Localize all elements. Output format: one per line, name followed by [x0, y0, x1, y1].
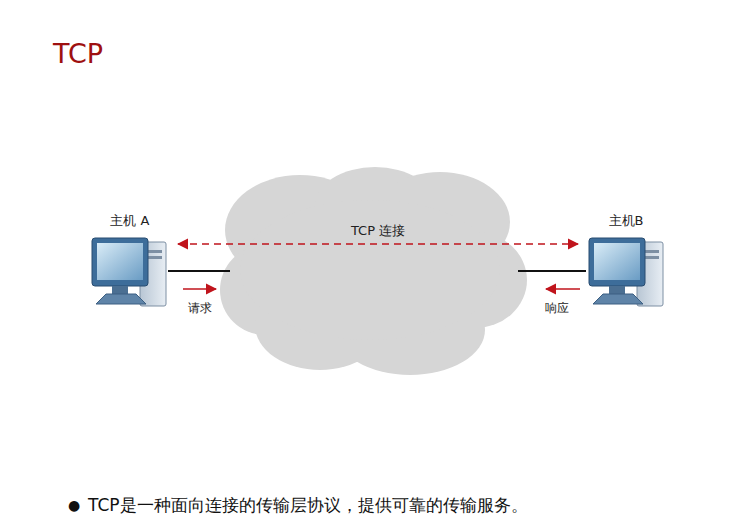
- response-arrow: [546, 288, 580, 290]
- host-node: 主机B: [582, 212, 670, 308]
- tcp-connection: [178, 243, 578, 245]
- request-arrow: [183, 288, 216, 290]
- host-label: 主机B: [582, 212, 670, 230]
- bullet-dot: ●: [68, 494, 80, 516]
- host-icon: [92, 238, 166, 306]
- network-cloud: [220, 167, 527, 375]
- flow-label: 响应: [545, 300, 569, 317]
- bullet-caption: ●TCP是一种面向连接的传输层协议，提供可靠的传输服务。: [88, 494, 528, 517]
- caption-text: TCP是一种面向连接的传输层协议，提供可靠的传输服务。: [88, 495, 528, 515]
- connection-label: TCP 连接: [351, 222, 405, 240]
- host-node: 主机 A: [86, 212, 174, 308]
- wire: [168, 270, 230, 272]
- host-icon: [589, 238, 663, 306]
- wire: [518, 270, 586, 272]
- slide-title: TCP: [53, 38, 103, 69]
- flow-label: 请求: [188, 300, 212, 317]
- host-label: 主机 A: [86, 212, 174, 230]
